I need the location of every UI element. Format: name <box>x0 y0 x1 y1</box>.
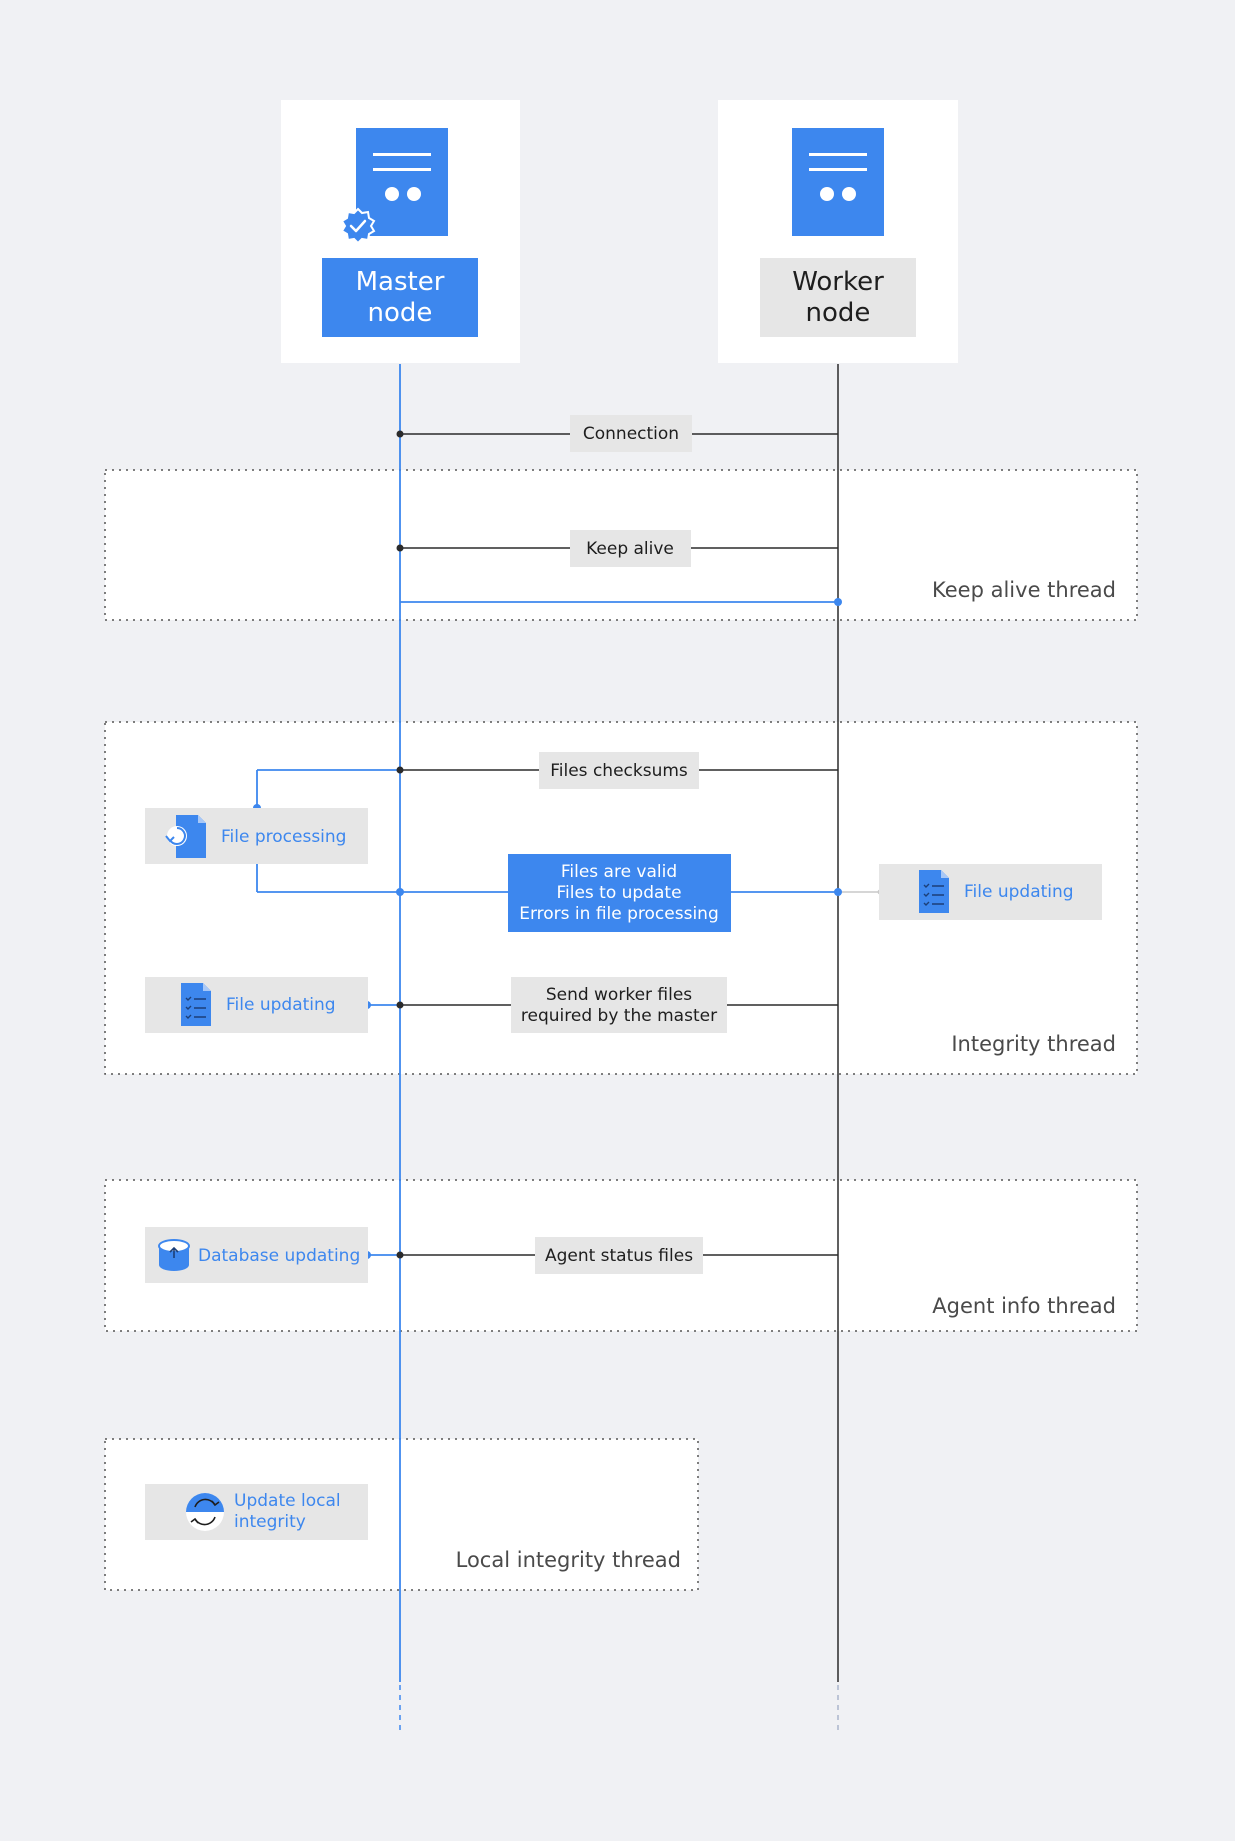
update-local-integrity-action: Update local integrity <box>145 1484 368 1540</box>
keep-alive-thread-label: Keep alive thread <box>932 578 1116 602</box>
master-node-label-box <box>322 258 478 337</box>
files-valid-label: Files are valid <box>561 862 677 882</box>
worker-node-label-box <box>760 258 916 337</box>
database-updating-action: Database updating <box>145 1227 368 1283</box>
files-checksums-message: Files checksums <box>253 752 838 812</box>
verified-badge-icon <box>340 207 376 245</box>
keep-alive-response <box>400 598 842 606</box>
file-processing-icon <box>165 815 206 858</box>
files-checksums-label: Files checksums <box>550 761 688 781</box>
update-local-integrity-label: Update local <box>234 1491 341 1511</box>
update-local-integrity-label-line2: integrity <box>234 1512 306 1532</box>
file-processing-label: File processing <box>221 827 346 847</box>
server-icon <box>792 128 884 236</box>
worker-node-label-line2: node <box>806 298 871 328</box>
files-to-update-label: Files to update <box>556 883 681 903</box>
database-icon <box>158 1239 190 1271</box>
file-processing-action: File processing <box>145 808 368 864</box>
agent-status-files-label: Agent status files <box>545 1246 693 1266</box>
worker-node-label: Worker <box>792 267 884 297</box>
connection-label: Connection <box>583 424 679 444</box>
database-updating-label: Database updating <box>198 1246 360 1266</box>
send-worker-files-label-line2: required by the master <box>521 1006 717 1026</box>
keep-alive-label: Keep alive <box>586 539 674 559</box>
send-worker-files-message: Send worker files required by the master <box>363 977 838 1033</box>
file-updating-master-action: File updating <box>145 977 368 1033</box>
files-result-message: Files are valid Files to update Errors i… <box>256 854 883 932</box>
server-verified-icon <box>340 128 448 245</box>
keep-alive-message: Keep alive <box>396 530 838 567</box>
sync-icon <box>186 1493 224 1531</box>
master-node-label-line2: node <box>368 298 433 328</box>
checklist-file-icon <box>919 870 949 913</box>
master-node-card: Master node <box>281 100 520 363</box>
master-node-label: Master <box>356 267 445 297</box>
errors-label: Errors in file processing <box>519 904 719 924</box>
file-updating-worker-label: File updating <box>964 882 1074 902</box>
send-worker-files-label: Send worker files <box>546 985 692 1005</box>
connection-message: Connection <box>396 415 838 452</box>
checklist-file-icon <box>181 983 211 1026</box>
agent-status-message: Agent status files <box>363 1237 838 1274</box>
local-integrity-thread-label: Local integrity thread <box>456 1548 681 1572</box>
integrity-thread-label: Integrity thread <box>951 1032 1116 1056</box>
worker-node-card: Worker node <box>718 100 958 363</box>
file-updating-worker-action: File updating <box>879 864 1102 920</box>
file-updating-master-label: File updating <box>226 995 336 1015</box>
agent-info-thread-label: Agent info thread <box>932 1294 1116 1318</box>
